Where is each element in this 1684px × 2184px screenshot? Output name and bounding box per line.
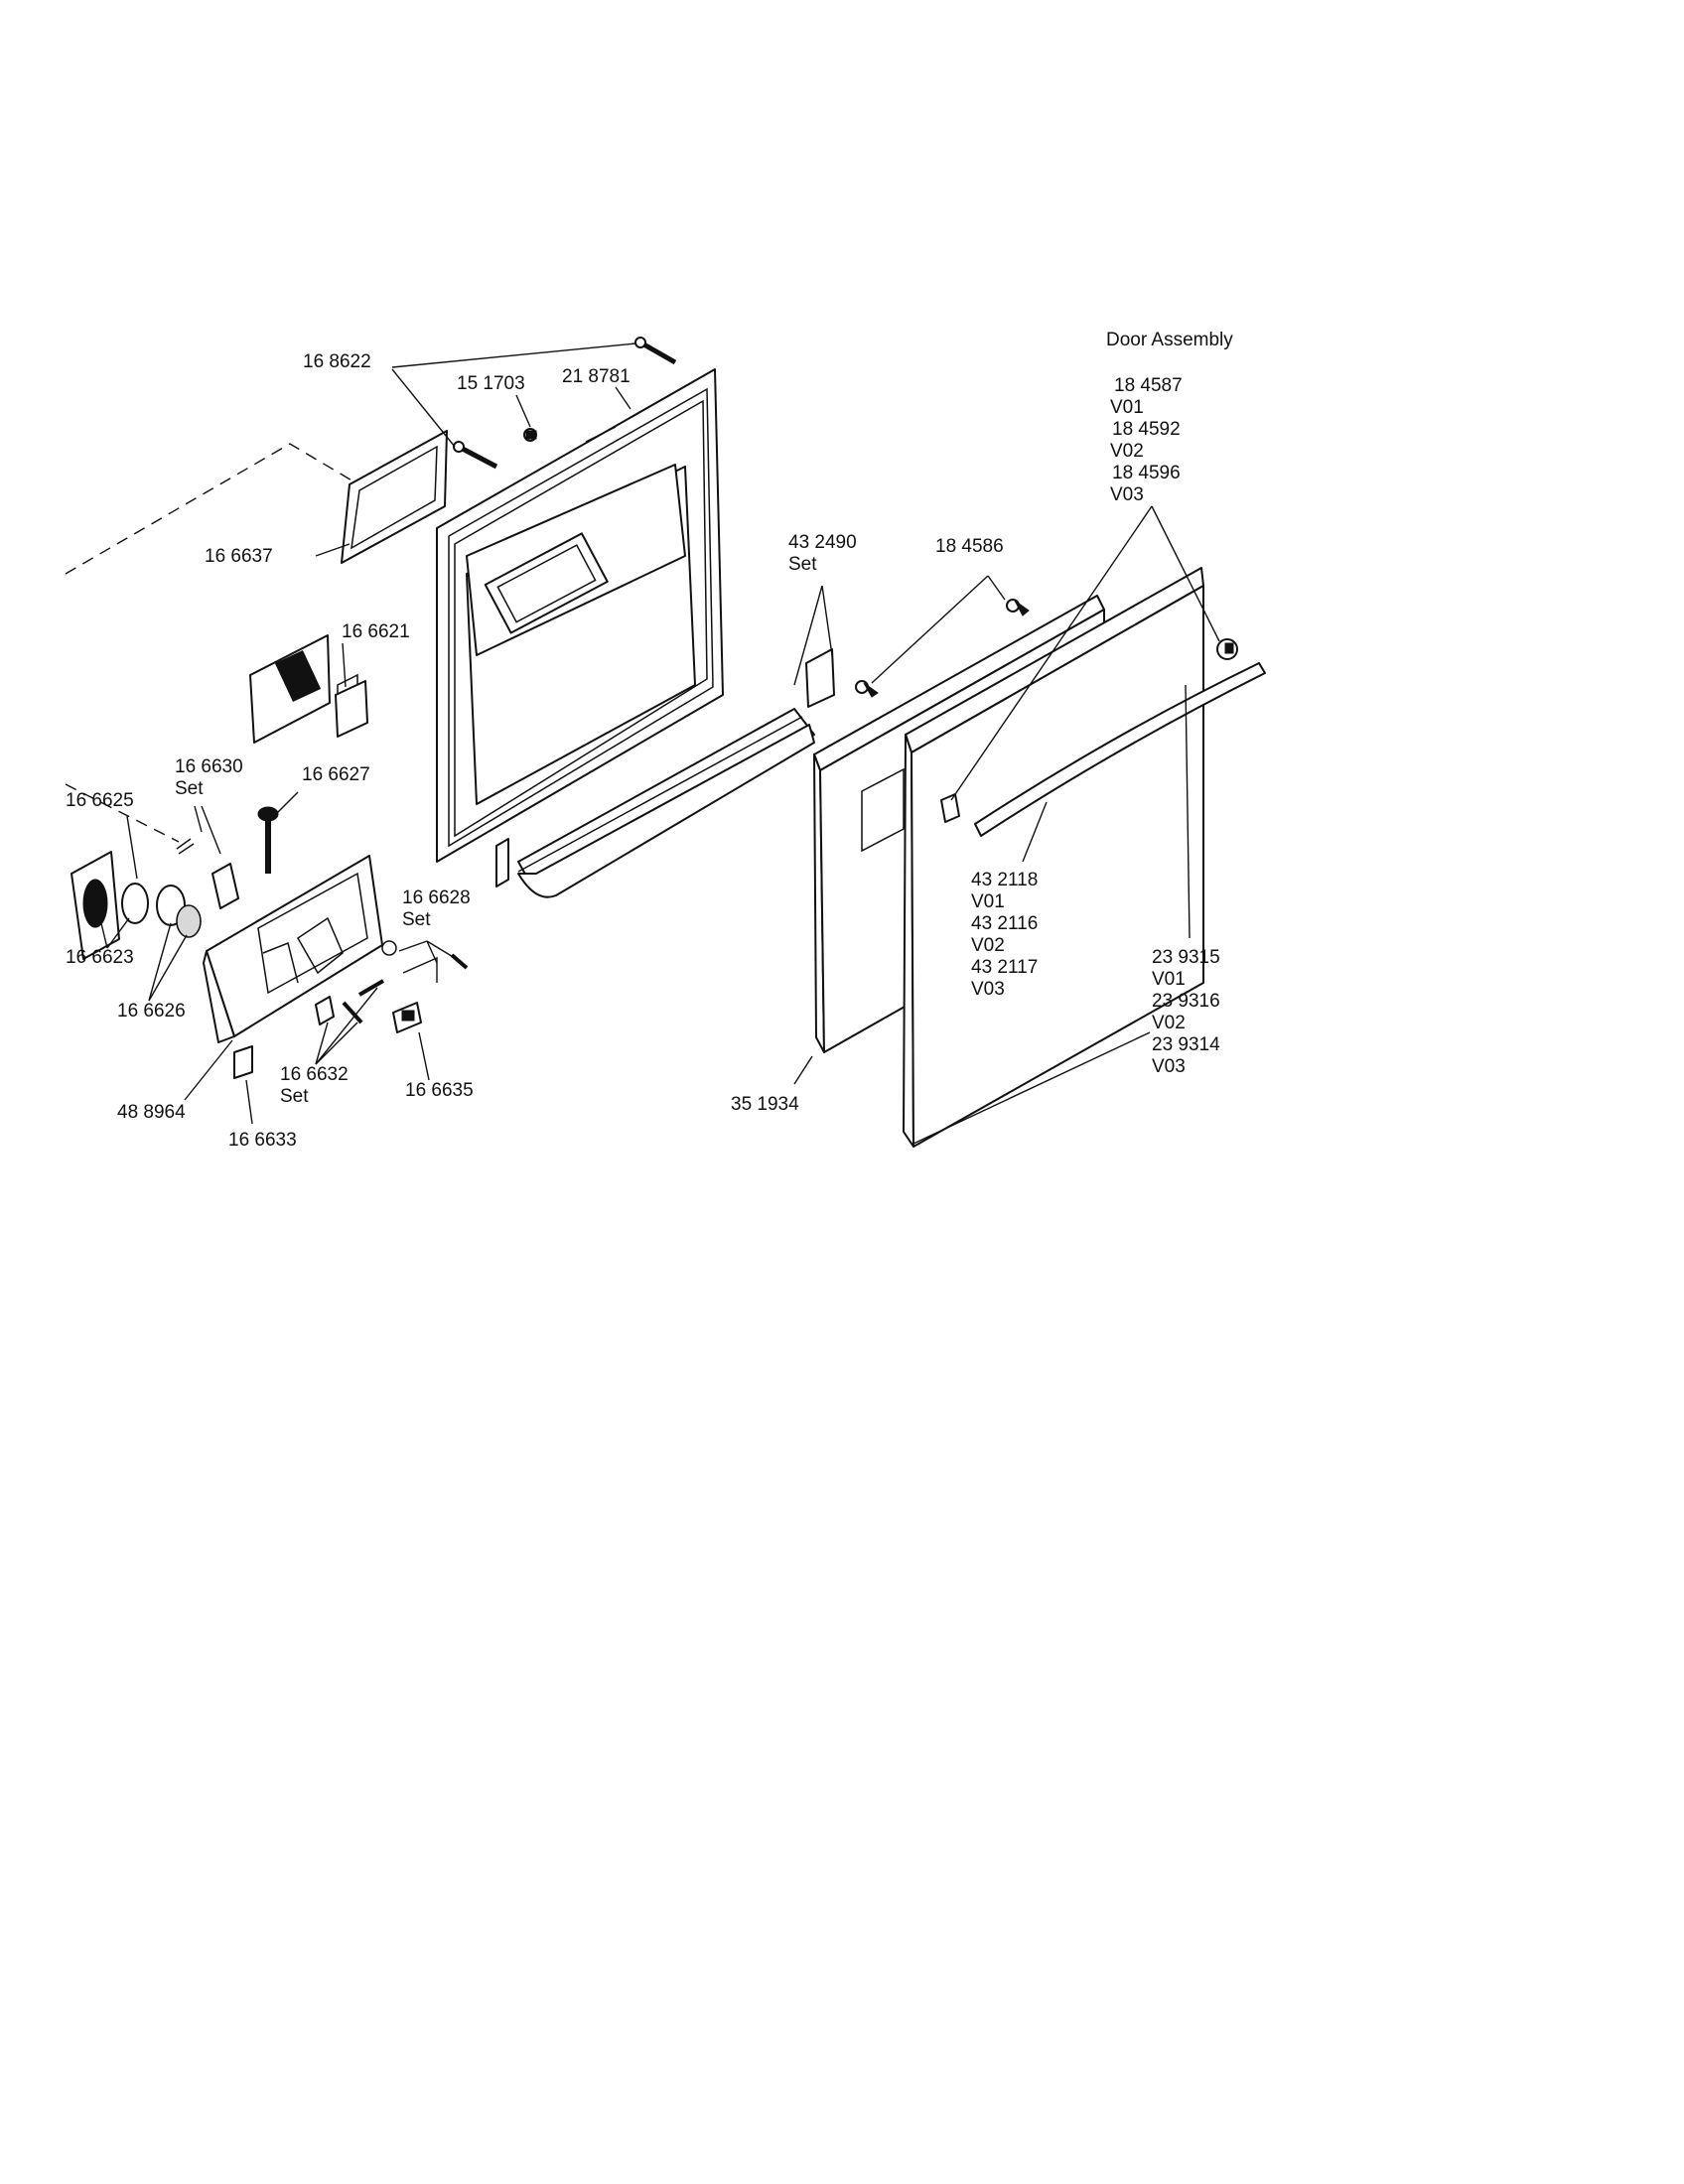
outer-panel-239315 xyxy=(903,567,1204,1148)
label-166621: 16 6621 xyxy=(342,621,410,642)
screw-middle xyxy=(453,441,498,470)
label-351934: 35 1934 xyxy=(731,1094,799,1115)
inner-door-liner xyxy=(436,368,724,863)
label-239316: 23 9316 xyxy=(1152,991,1220,1012)
label-handle-v02: V02 xyxy=(971,935,1005,956)
label-group-handles: 43 2118 V01 43 2116 V02 43 2117 V03 xyxy=(971,870,1038,1000)
label-group-knobs: 18 4587 V01 18 4592 V02 18 4596 V03 xyxy=(1110,375,1183,505)
label-432117: 43 2117 xyxy=(971,957,1038,978)
label-166633: 16 6633 xyxy=(228,1130,297,1151)
dispenser-lid-parts xyxy=(70,851,202,960)
label-432490: 43 2490 xyxy=(788,532,857,553)
spring-166630 xyxy=(176,838,239,909)
label-184586: 18 4586 xyxy=(935,536,1004,557)
label-panel-v01: V01 xyxy=(1152,969,1186,990)
label-knob-v02: V02 xyxy=(1110,441,1144,462)
label-218781: 21 8781 xyxy=(562,366,631,387)
clip-151703 xyxy=(523,428,537,442)
label-handle-v01: V01 xyxy=(971,891,1005,912)
label-door-assembly: Door Assembly xyxy=(1106,330,1233,350)
dispenser-frame xyxy=(341,430,448,564)
label-166630-set: Set xyxy=(175,778,204,799)
leader-lines xyxy=(100,342,1220,1145)
bottom-trim-rail xyxy=(517,708,815,898)
latch-set xyxy=(315,979,385,1025)
hinge-bracket-set xyxy=(805,648,835,708)
lever-set xyxy=(381,940,469,983)
handle-knob-right xyxy=(1216,638,1238,660)
label-166630: 16 6630 xyxy=(175,756,243,777)
label-184587: 18 4587 xyxy=(1114,375,1183,396)
dashed-reference-lines xyxy=(65,443,354,843)
label-handle-v03: V03 xyxy=(971,979,1005,1000)
label-166635: 16 6635 xyxy=(405,1080,474,1101)
clip-166633 xyxy=(233,1045,253,1079)
label-432490-set: Set xyxy=(788,554,817,575)
label-166628-set: Set xyxy=(402,909,431,930)
label-168622: 16 8622 xyxy=(303,351,371,372)
label-432116: 43 2116 xyxy=(971,913,1038,934)
label-166632: 16 6632 xyxy=(280,1064,349,1085)
label-184592: 18 4592 xyxy=(1112,419,1181,440)
label-166632-set: Set xyxy=(280,1086,309,1107)
label-166625: 16 6625 xyxy=(66,790,134,811)
detergent-cover xyxy=(249,634,368,744)
label-151703: 15 1703 xyxy=(457,373,525,394)
hinge-bracket-left xyxy=(495,838,509,887)
label-166628: 16 6628 xyxy=(402,887,471,908)
screw-top xyxy=(634,337,677,365)
dispenser-housing xyxy=(203,855,383,1043)
label-432118: 43 2118 xyxy=(971,870,1038,890)
label-knob-v01: V01 xyxy=(1110,397,1144,418)
label-panel-v02: V02 xyxy=(1152,1013,1186,1033)
label-184596: 18 4596 xyxy=(1112,463,1181,483)
label-group-panels: 23 9315 V01 23 9316 V02 23 9314 V03 xyxy=(1152,947,1220,1077)
label-239314: 23 9314 xyxy=(1152,1034,1220,1055)
label-166637: 16 6637 xyxy=(205,546,273,567)
switch-166635 xyxy=(392,1002,422,1033)
label-166623: 16 6623 xyxy=(66,947,134,968)
door-handle xyxy=(974,662,1266,837)
screw-184586-a xyxy=(1006,599,1030,616)
label-166627: 16 6627 xyxy=(302,764,370,785)
label-488964: 48 8964 xyxy=(117,1102,186,1123)
label-239315: 23 9315 xyxy=(1152,947,1220,968)
label-panel-v03: V03 xyxy=(1152,1056,1186,1077)
label-knob-v03: V03 xyxy=(1110,484,1144,505)
label-166626: 16 6626 xyxy=(117,1001,186,1022)
rinse-aid-cap xyxy=(257,806,279,874)
screw-184586-b xyxy=(855,680,879,698)
handle-knob-left xyxy=(940,793,960,823)
